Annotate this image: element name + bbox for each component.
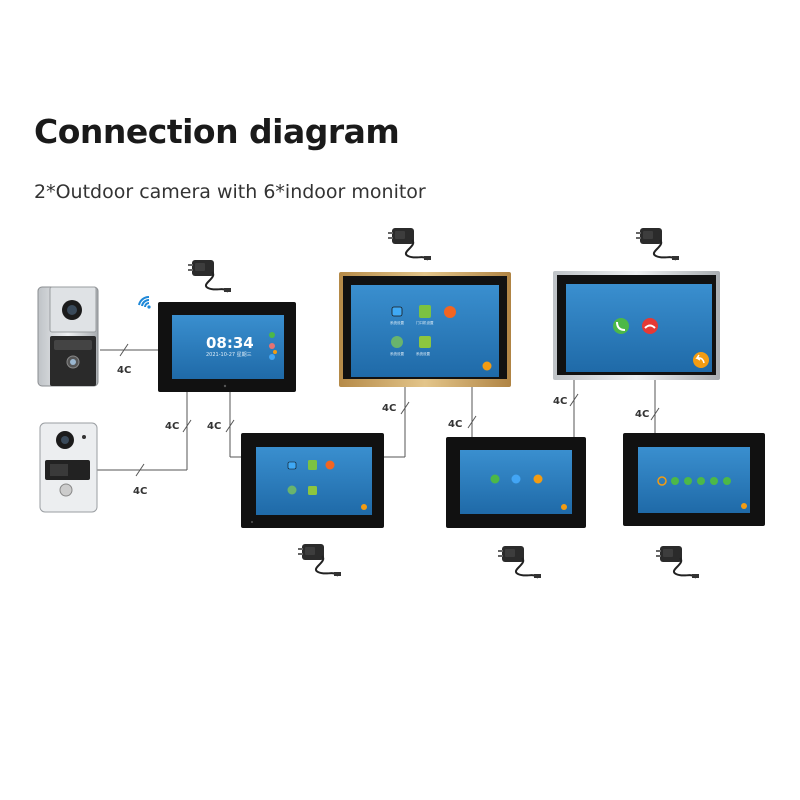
- power-adapter-icon: [656, 545, 700, 579]
- outdoor-camera-1: [37, 286, 99, 387]
- date-display: 2021-10-27 星期三: [206, 352, 252, 358]
- indoor-monitor-top-3: [553, 271, 720, 380]
- menu-label: 门口机设置: [416, 320, 434, 325]
- power-adapter-icon: [636, 227, 680, 261]
- indoor-monitor-top-2: 系统设置 门口机设置 系统设置 系统设置: [339, 272, 511, 387]
- power-adapter-icon: [188, 259, 232, 293]
- menu-label: 系统设置: [416, 351, 430, 356]
- wire-label: 4C: [165, 421, 179, 432]
- indoor-monitor-main: 08:34 2021-10-27 星期三: [158, 302, 296, 392]
- wire-tick: [569, 393, 579, 407]
- page-title: Connection diagram: [34, 112, 400, 151]
- indoor-monitor-bottom-2: [446, 437, 586, 528]
- wire-tick: [400, 401, 410, 415]
- wifi-icon: [138, 295, 151, 309]
- wire-label: 4C: [133, 486, 147, 497]
- wire-label: 4C: [382, 403, 396, 414]
- phone-accept-icon: [613, 318, 629, 334]
- wire-label: 4C: [635, 409, 649, 420]
- wire-tick: [467, 415, 477, 429]
- menu-label: 系统设置: [390, 320, 404, 325]
- wire-label: 4C: [553, 396, 567, 407]
- power-adapter-icon: [298, 543, 342, 577]
- menu-label: 系统设置: [390, 351, 404, 356]
- wire-tick: [225, 419, 235, 433]
- indoor-monitor-bottom-3: [623, 433, 765, 526]
- wire-tick: [650, 407, 660, 421]
- wire-label: 4C: [207, 421, 221, 432]
- outdoor-camera-2: [39, 422, 98, 513]
- phone-decline-icon: [642, 318, 658, 334]
- wire-label: 4C: [448, 419, 462, 430]
- indoor-monitor-bottom-1: [241, 433, 384, 528]
- power-adapter-icon: [498, 545, 542, 579]
- power-adapter-icon: [388, 227, 432, 261]
- back-arrow-icon: [693, 352, 709, 368]
- page-subtitle: 2*Outdoor camera with 6*indoor monitor: [34, 181, 426, 203]
- wire-label: 4C: [117, 365, 131, 376]
- wire-tick: [182, 419, 192, 433]
- wire-tick: [119, 343, 129, 357]
- clock-display: 08:34: [206, 334, 254, 352]
- wire-tick: [135, 463, 145, 477]
